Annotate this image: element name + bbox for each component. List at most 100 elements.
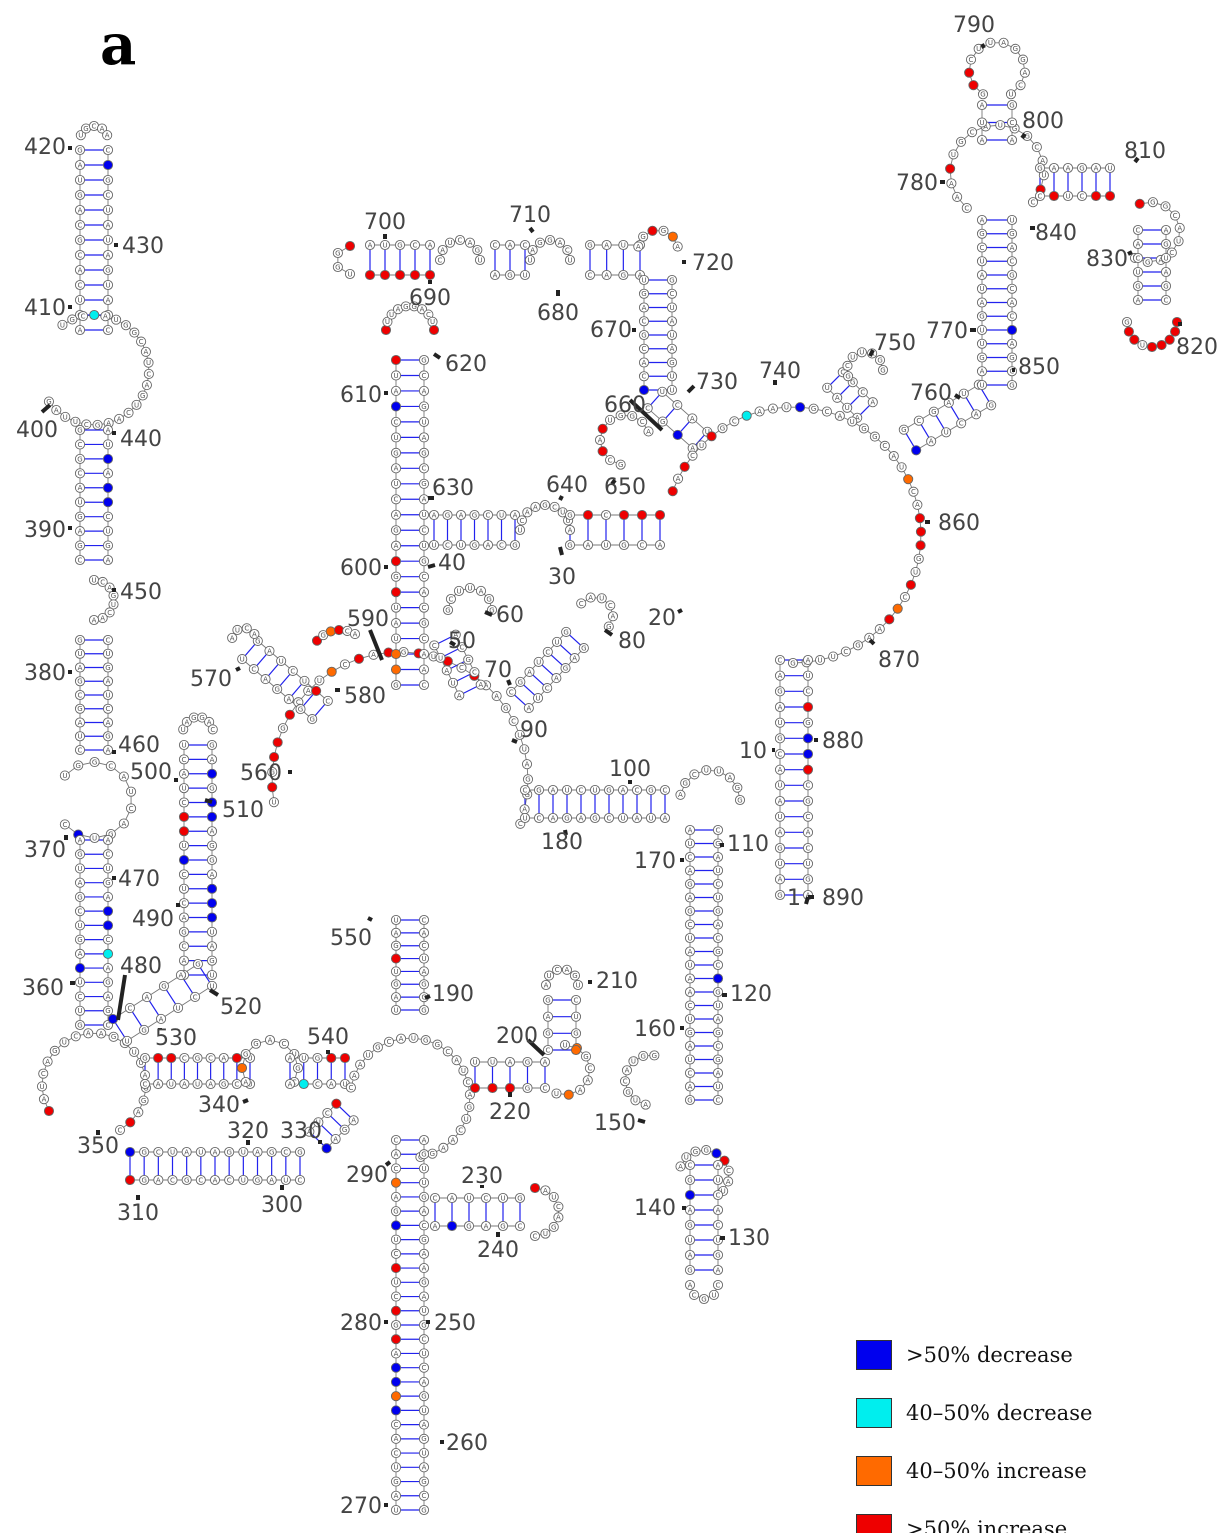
nucleotide-letter: U <box>385 318 390 326</box>
nucleotide <box>277 723 288 734</box>
nucleotide-letter: G <box>872 433 877 441</box>
nucleotide-letter: A <box>525 509 530 517</box>
nucleotide <box>38 1094 50 1105</box>
nucleotide-letter: C <box>422 1222 427 1230</box>
nucleotide-letter: C <box>1080 192 1085 200</box>
nucleotide-letter: C <box>394 496 399 504</box>
nucleotide-letter: G <box>525 776 530 784</box>
nucleotide-letter: C <box>298 1176 303 1184</box>
nucleotide-letter: G <box>545 1030 550 1038</box>
nucleotide-letter: C <box>518 1222 523 1230</box>
nucleotide-letter: A <box>585 1077 590 1085</box>
nucleotide <box>489 239 501 251</box>
nucleotide <box>508 716 519 727</box>
nucleotide-letter: G <box>430 1150 435 1158</box>
nucleotide-letter: A <box>980 216 985 224</box>
nucleotide-letter: G <box>255 1176 260 1184</box>
nucleotide <box>456 662 467 673</box>
nucleotide <box>521 759 533 770</box>
nucleotide-letter: A <box>230 634 235 642</box>
nucleotide-letter: A <box>716 1015 721 1023</box>
nucleotide-letter: G <box>70 316 75 324</box>
nucleotide-letter: U <box>78 132 83 140</box>
nucleotide <box>195 1174 206 1186</box>
nucleotide-letter: G <box>1009 354 1014 362</box>
nucleotide-letter: G <box>587 241 592 249</box>
position-tick <box>868 638 876 646</box>
nucleotide-letter: A <box>182 957 187 965</box>
nucleotide <box>658 225 669 236</box>
position-label: 820 <box>1176 335 1218 360</box>
position-label: 380 <box>24 661 66 686</box>
position-label: 650 <box>604 475 646 500</box>
position-label: 700 <box>364 210 406 235</box>
nucleotide <box>409 239 421 251</box>
nucleotide-letter: C <box>422 635 427 643</box>
nucleotide <box>482 509 494 521</box>
position-label: 790 <box>953 13 995 38</box>
nucleotide-letter: G <box>567 541 572 549</box>
nucleotide <box>74 219 86 231</box>
nucleotide <box>102 934 114 945</box>
nucleotide-letter: G <box>1163 203 1168 211</box>
nucleotide <box>102 264 114 276</box>
nucleotide <box>298 1078 309 1090</box>
nucleotide-letter: U <box>317 677 322 685</box>
nucleotide-letter: C <box>81 313 86 321</box>
nucleotide <box>654 539 666 551</box>
nucleotide-letter: A <box>493 271 498 279</box>
nucleotide-letter: G <box>861 425 866 433</box>
nucleotide <box>102 526 114 537</box>
nucleotide-letter: U <box>77 922 82 930</box>
nucleotide-letter: G <box>445 511 450 519</box>
nucleotide-letter: C <box>78 556 83 564</box>
nucleotide-letter: C <box>565 246 570 254</box>
nucleotide <box>390 401 402 412</box>
nucleotide-letter: U <box>951 151 956 159</box>
nucleotide <box>178 883 190 894</box>
nucleotide <box>418 602 430 613</box>
nucleotide-letter: G <box>280 725 285 733</box>
nucleotide <box>325 626 336 637</box>
nucleotide-letter: A <box>578 1086 583 1094</box>
nucleotide <box>272 684 283 695</box>
nucleotide-letter: C <box>726 1167 731 1175</box>
nucleotide <box>206 912 218 923</box>
nucleotide <box>326 1078 337 1090</box>
nucleotide-letter: A <box>688 1281 693 1289</box>
nucleotide <box>74 676 86 687</box>
nucleotide-letter: A <box>394 994 399 1002</box>
nucleotide-letter: A <box>508 241 513 249</box>
nucleotide <box>390 354 402 366</box>
nucleotide <box>339 659 350 670</box>
nucleotide-letter: A <box>688 1251 693 1259</box>
nucleotide-letter: A <box>288 1054 293 1062</box>
nucleotide-letter: G <box>592 814 597 822</box>
nucleotide <box>638 288 650 299</box>
nucleotide-letter: A <box>428 241 433 249</box>
nucleotide-letter: U <box>859 349 864 357</box>
nucleotide-letter: A <box>688 1206 693 1214</box>
nucleotide <box>181 1174 192 1186</box>
nucleotide <box>326 1052 337 1064</box>
nucleotide-letter: A <box>726 1178 731 1186</box>
nucleotide-letter: U <box>715 894 720 902</box>
nucleotide-letter: C <box>556 1203 561 1211</box>
nucleotide-letter: A <box>213 1176 218 1184</box>
nucleotide <box>250 1038 262 1049</box>
nucleotide <box>418 648 430 660</box>
nucleotide <box>474 254 486 266</box>
nucleotide-letter: A <box>42 1096 47 1104</box>
nucleotide <box>638 343 650 354</box>
nucleotide-letter: G <box>563 628 568 636</box>
nucleotide <box>292 1062 304 1074</box>
nucleotide-letter: G <box>466 656 471 664</box>
position-label: 1 <box>787 886 801 911</box>
nucleotide-letter: A <box>78 950 83 958</box>
nucleotide <box>89 756 100 768</box>
nucleotide-letter: G <box>715 840 720 848</box>
nucleotide <box>269 752 280 763</box>
nucleotide-letter: C <box>325 1109 330 1117</box>
nucleotide-letter: C <box>422 681 427 689</box>
nucleotide-letter: A <box>688 867 693 875</box>
